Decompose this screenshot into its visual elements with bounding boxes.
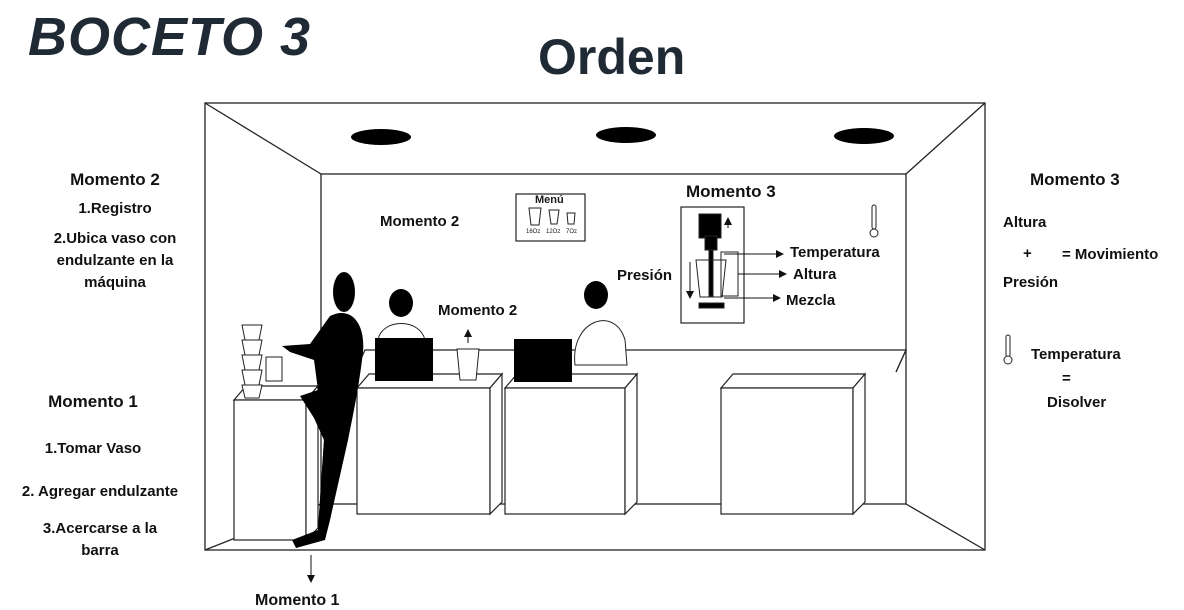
left-moment2-title: Momento 2 xyxy=(70,170,160,189)
left-moment1-title: Momento 1 xyxy=(48,392,138,411)
menu-size-7: 7Oz xyxy=(566,229,578,235)
menu-title: Menú xyxy=(535,194,564,206)
counter-cup xyxy=(456,348,480,381)
counter-back xyxy=(354,349,907,373)
right-temperatura: Temperatura xyxy=(1031,346,1121,363)
left-moment2-step-2: 2.Ubica vaso con xyxy=(53,230,177,247)
left-moment1-step-2: 2. Agregar endulzante xyxy=(21,483,179,500)
menu-board xyxy=(515,193,586,242)
scene-moment1-bottom: Momento 1 xyxy=(255,592,340,609)
left-moment2-step-1: 1.Registro xyxy=(78,200,152,217)
left-moment1-step-4: barra xyxy=(81,542,119,559)
menu-size-12: 12Oz xyxy=(546,229,561,235)
scene-moment2-counter: Momento 2 xyxy=(438,302,518,319)
right-altura: Altura xyxy=(1003,214,1047,231)
left-moment1-step-1: 1.Tomar Vaso xyxy=(44,440,142,457)
cup-station xyxy=(232,384,320,542)
counter-block-2 xyxy=(503,372,639,516)
thermometer-icon-right xyxy=(1003,334,1013,365)
scene-presion-label: Presión xyxy=(617,267,673,284)
right-presion: Presión xyxy=(1003,274,1059,291)
right-plus: + xyxy=(1023,245,1032,262)
right-equals-movimiento: = Movimiento xyxy=(1062,246,1159,263)
machine-label-mezcla: Mezcla xyxy=(786,292,836,309)
barista-2 xyxy=(514,281,628,382)
section-heading: Orden xyxy=(538,29,686,85)
right-moment3-title: Momento 3 xyxy=(1030,170,1120,189)
page-title: BOCETO 3 xyxy=(28,7,312,67)
counter-block-3 xyxy=(719,372,867,516)
barista-1 xyxy=(375,289,433,381)
machine-label-temperatura: Temperatura xyxy=(790,244,880,261)
right-disolver: Disolver xyxy=(1047,394,1107,411)
scene-moment3-title: Momento 3 xyxy=(686,182,776,201)
customer-figure xyxy=(282,272,364,548)
scene-moment2-wall: Momento 2 xyxy=(380,213,460,230)
ceiling-light-1 xyxy=(351,129,411,145)
left-moment2-step-4: máquina xyxy=(84,274,146,291)
ceiling-light-3 xyxy=(834,128,894,144)
mixing-machine xyxy=(680,206,745,324)
machine-label-altura: Altura xyxy=(793,266,837,283)
counter-block-1 xyxy=(355,372,504,516)
ceiling-light-2 xyxy=(596,127,656,143)
left-moment1-step-3: 3.Acercarse a la xyxy=(42,520,158,537)
cup-stack xyxy=(241,324,263,399)
right-equals: = xyxy=(1062,370,1071,387)
customer-cup xyxy=(265,356,283,382)
menu-size-16: 16Oz xyxy=(526,229,541,235)
left-moment2-step-3: endulzante en la xyxy=(56,252,174,269)
thermometer-icon xyxy=(869,204,879,238)
